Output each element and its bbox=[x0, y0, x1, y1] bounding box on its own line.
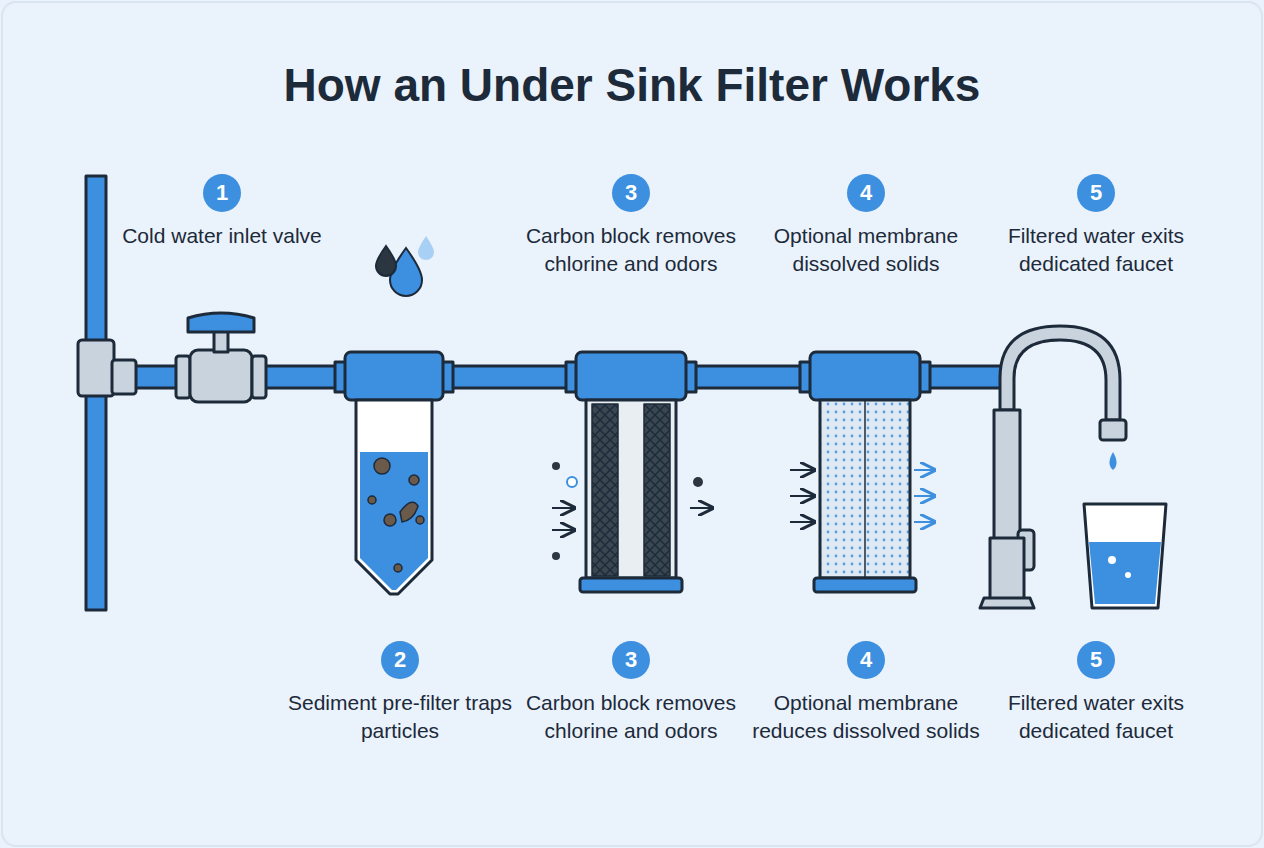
callout-number: 3 bbox=[612, 174, 650, 212]
callout-text: Cold water inlet valve bbox=[108, 222, 336, 250]
callout: 1Cold water inlet valve bbox=[108, 174, 336, 250]
callout-number: 2 bbox=[381, 641, 419, 679]
callout: 5Filtered water exits dedicated faucet bbox=[982, 174, 1210, 278]
callout: 2Sediment pre-filter traps particles bbox=[286, 641, 514, 745]
callout: 3Carbon block removes chlorine and odors bbox=[517, 174, 745, 278]
callout: 4Optional membrane reduces dissolved sol… bbox=[752, 641, 980, 745]
callout: 4Optional membrane dissolved solids bbox=[752, 174, 980, 278]
callout-number: 4 bbox=[847, 641, 885, 679]
callout: 5Filtered water exits dedicated faucet bbox=[982, 641, 1210, 745]
callout-number: 4 bbox=[847, 174, 885, 212]
callout-number: 5 bbox=[1077, 641, 1115, 679]
callout-number: 1 bbox=[203, 174, 241, 212]
callout-text: Carbon block removes chlorine and odors bbox=[517, 222, 745, 278]
callout-number: 5 bbox=[1077, 174, 1115, 212]
callout-text: Carbon block removes chlorine and odors bbox=[517, 689, 745, 745]
callout-number: 3 bbox=[612, 641, 650, 679]
callout: 3Carbon block removes chlorine and odors bbox=[517, 641, 745, 745]
callout-text: Filtered water exits dedicated faucet bbox=[982, 689, 1210, 745]
callout-text: Sediment pre-filter traps particles bbox=[286, 689, 514, 745]
callout-text: Optional membrane reduces dissolved soli… bbox=[752, 689, 980, 745]
callout-text: Filtered water exits dedicated faucet bbox=[982, 222, 1210, 278]
callout-text: Optional membrane dissolved solids bbox=[752, 222, 980, 278]
diagram-title: How an Under Sink Filter Works bbox=[0, 58, 1264, 112]
